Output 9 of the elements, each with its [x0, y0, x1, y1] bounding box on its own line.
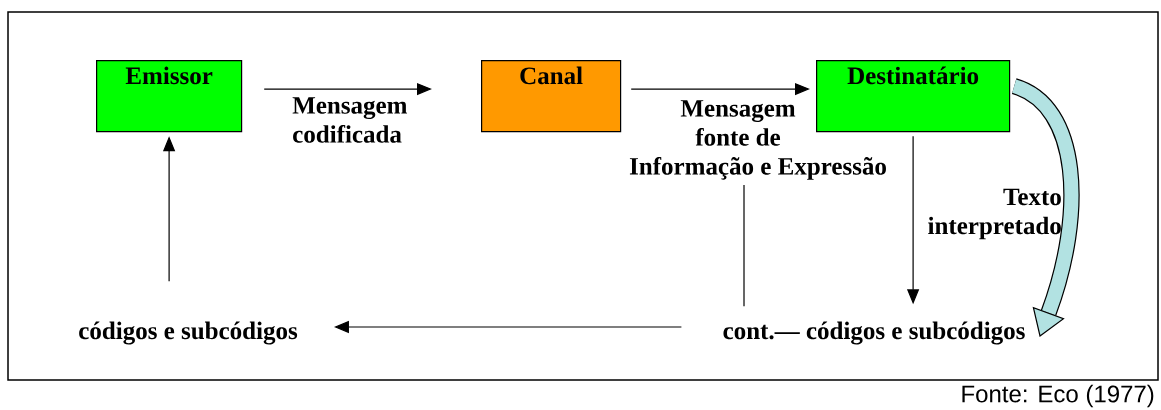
edge-label: Mensagem codificada [292, 97, 407, 143]
process-box: Emissor [96, 60, 243, 133]
process-box: Canal [481, 60, 622, 133]
node-text: cont.— códigos e subcódigos [723, 321, 1025, 345]
caption: Fonte: Eco (1977) [962, 384, 1154, 408]
node-text: códigos e subcódigos [79, 321, 298, 345]
curved-block-arrow [1010, 78, 1080, 337]
edge-label: Texto interpretado [928, 188, 1061, 240]
process-box: Destinatário [816, 60, 1011, 133]
